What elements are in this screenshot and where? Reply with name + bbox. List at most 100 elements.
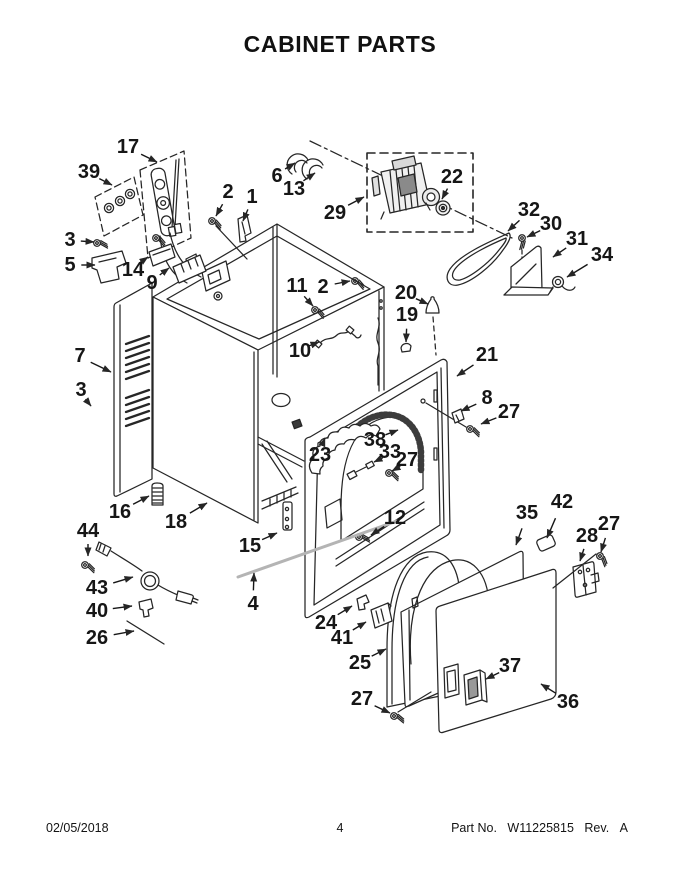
svg-text:31: 31 xyxy=(566,228,588,250)
callout-35: 35 xyxy=(515,502,538,546)
svg-text:43: 43 xyxy=(86,577,108,599)
motor-assembly xyxy=(286,140,513,239)
front-panel xyxy=(304,358,451,619)
callout-6: 6 xyxy=(271,162,296,187)
door-strike-clip xyxy=(356,594,370,611)
callout-43: 43 xyxy=(86,576,134,599)
callout-44: 44 xyxy=(77,520,100,557)
callout-11: 11 xyxy=(286,275,314,307)
svg-text:39: 39 xyxy=(78,161,100,183)
callout-20: 20 xyxy=(395,282,429,305)
power-cord xyxy=(110,550,143,572)
cord-plug xyxy=(175,590,194,605)
cover-plate-5 xyxy=(91,250,127,284)
patch-42 xyxy=(536,534,556,552)
svg-text:41: 41 xyxy=(331,627,353,649)
svg-text:2: 2 xyxy=(222,181,233,203)
callout-25: 25 xyxy=(349,648,387,674)
revision-label: Rev. xyxy=(584,821,610,835)
svg-text:3: 3 xyxy=(64,229,75,251)
callout-27: 27 xyxy=(480,401,520,425)
svg-text:23: 23 xyxy=(309,444,331,466)
callout-21: 21 xyxy=(456,344,498,377)
footer-part-info: Part No. W11225815 Rev. A xyxy=(451,821,628,835)
svg-text:22: 22 xyxy=(441,166,463,188)
svg-text:32: 32 xyxy=(518,199,540,221)
svg-text:6: 6 xyxy=(271,165,282,187)
callout-38: 38 xyxy=(364,429,399,451)
callout-37: 37 xyxy=(485,655,521,680)
svg-text:11: 11 xyxy=(286,275,307,297)
callout-19: 19 xyxy=(396,304,418,343)
callout-15: 15 xyxy=(239,532,278,557)
belt-clamp xyxy=(551,275,565,289)
svg-text:7: 7 xyxy=(74,345,85,367)
belt-and-idler xyxy=(446,232,576,296)
page-footer: 02/05/2018 4 Part No. W11225815 Rev. A xyxy=(0,821,680,841)
shaft-axis-line xyxy=(309,140,513,239)
connector-block-9 xyxy=(172,254,207,284)
svg-text:27: 27 xyxy=(598,513,620,535)
callout-34: 34 xyxy=(566,244,614,278)
drum-seal-hatch xyxy=(350,411,425,474)
callout-5: 5 xyxy=(64,254,96,276)
clamp-6 xyxy=(286,153,309,175)
cabinet-wrapper xyxy=(152,223,385,524)
hinge-pin-8 xyxy=(451,408,465,424)
svg-text:16: 16 xyxy=(109,501,131,523)
svg-text:9: 9 xyxy=(146,272,157,294)
svg-text:30: 30 xyxy=(540,213,562,235)
dashed-box-17 xyxy=(139,150,192,259)
svg-text:8: 8 xyxy=(481,387,492,409)
callout-36: 36 xyxy=(540,683,579,713)
svg-text:34: 34 xyxy=(591,244,614,266)
callout-24: 24 xyxy=(315,605,353,634)
callout-17: 17 xyxy=(117,136,158,163)
callout-32: 32 xyxy=(507,199,540,232)
callout-16: 16 xyxy=(109,495,150,523)
dashed-box-39 xyxy=(94,176,144,237)
idler-bracket xyxy=(510,245,543,292)
push-clip xyxy=(400,342,412,353)
callout-22: 22 xyxy=(441,166,463,200)
callout-18: 18 xyxy=(165,502,208,533)
callout-26: 26 xyxy=(86,627,135,649)
svg-text:17: 17 xyxy=(117,136,139,158)
drive-belt xyxy=(446,232,511,286)
callout-13: 13 xyxy=(283,172,316,200)
svg-text:42: 42 xyxy=(551,491,573,513)
cabinet-leg xyxy=(151,482,164,506)
svg-text:2: 2 xyxy=(317,276,328,298)
callout-3: 3 xyxy=(75,379,92,407)
callout-1: 1 xyxy=(242,186,258,222)
trim-strip-4 xyxy=(236,519,399,579)
line-art xyxy=(79,140,610,734)
svg-text:35: 35 xyxy=(516,502,538,524)
thermistor-33 xyxy=(346,460,375,481)
small-hardware-center xyxy=(309,275,440,356)
console-bracket xyxy=(201,260,231,301)
callout-3: 3 xyxy=(64,229,95,251)
strain-relief-clip xyxy=(138,598,154,618)
clamp-13 xyxy=(301,158,324,180)
callout-27: 27 xyxy=(598,513,620,553)
callout-8: 8 xyxy=(460,387,493,412)
svg-text:28: 28 xyxy=(576,525,598,547)
svg-text:33: 33 xyxy=(379,441,401,463)
revision-value: A xyxy=(619,821,628,835)
svg-text:14: 14 xyxy=(122,259,145,281)
callout-12: 12 xyxy=(370,507,406,536)
part-number-value: W11225815 xyxy=(507,821,574,835)
svg-text:36: 36 xyxy=(557,691,579,713)
svg-text:5: 5 xyxy=(64,254,75,276)
callout-41: 41 xyxy=(331,621,367,649)
svg-text:1: 1 xyxy=(246,186,257,208)
svg-text:10: 10 xyxy=(289,340,311,362)
callout-28: 28 xyxy=(576,525,598,562)
svg-text:27: 27 xyxy=(351,688,373,710)
svg-text:44: 44 xyxy=(77,520,100,542)
svg-text:4: 4 xyxy=(247,593,259,615)
callout-33: 33 xyxy=(373,441,401,463)
svg-text:18: 18 xyxy=(165,511,187,533)
